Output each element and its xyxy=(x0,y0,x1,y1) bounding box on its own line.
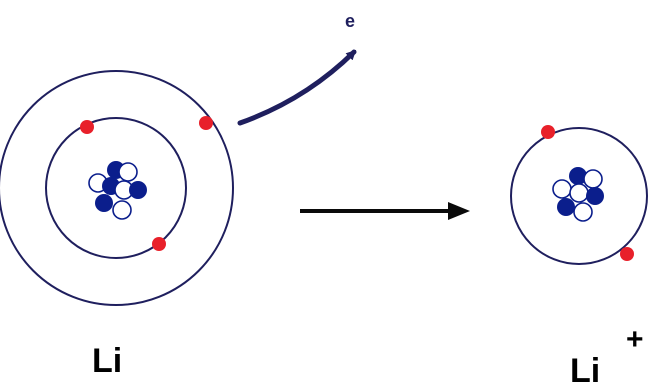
curved-arrow-icon xyxy=(237,49,357,126)
proton xyxy=(557,198,575,216)
ion-charge: + xyxy=(626,323,644,356)
electron xyxy=(199,116,213,130)
proton xyxy=(95,194,113,212)
electron-label: e xyxy=(345,11,355,31)
right-arrow-icon xyxy=(300,202,470,220)
proton xyxy=(129,181,147,199)
ion-orbit xyxy=(510,127,648,265)
neutron xyxy=(112,200,132,220)
neutron xyxy=(583,169,603,189)
lithium-ion: Li + xyxy=(510,125,648,388)
nucleus xyxy=(88,161,147,220)
electron xyxy=(541,125,555,139)
left-atom-label: Li xyxy=(92,342,122,380)
electron xyxy=(620,247,634,261)
right-atom-label: Li xyxy=(570,352,600,388)
proton xyxy=(569,167,587,185)
lithium-atom: Li xyxy=(0,70,234,380)
neutron xyxy=(118,162,138,182)
inner-orbit xyxy=(45,117,187,259)
electron xyxy=(152,237,166,251)
outer-orbit xyxy=(0,70,234,306)
ion-nucleus xyxy=(552,167,604,222)
neutron xyxy=(569,183,589,203)
electron xyxy=(80,120,94,134)
neutron xyxy=(552,179,572,199)
neutron xyxy=(573,202,593,222)
proton xyxy=(586,187,604,205)
